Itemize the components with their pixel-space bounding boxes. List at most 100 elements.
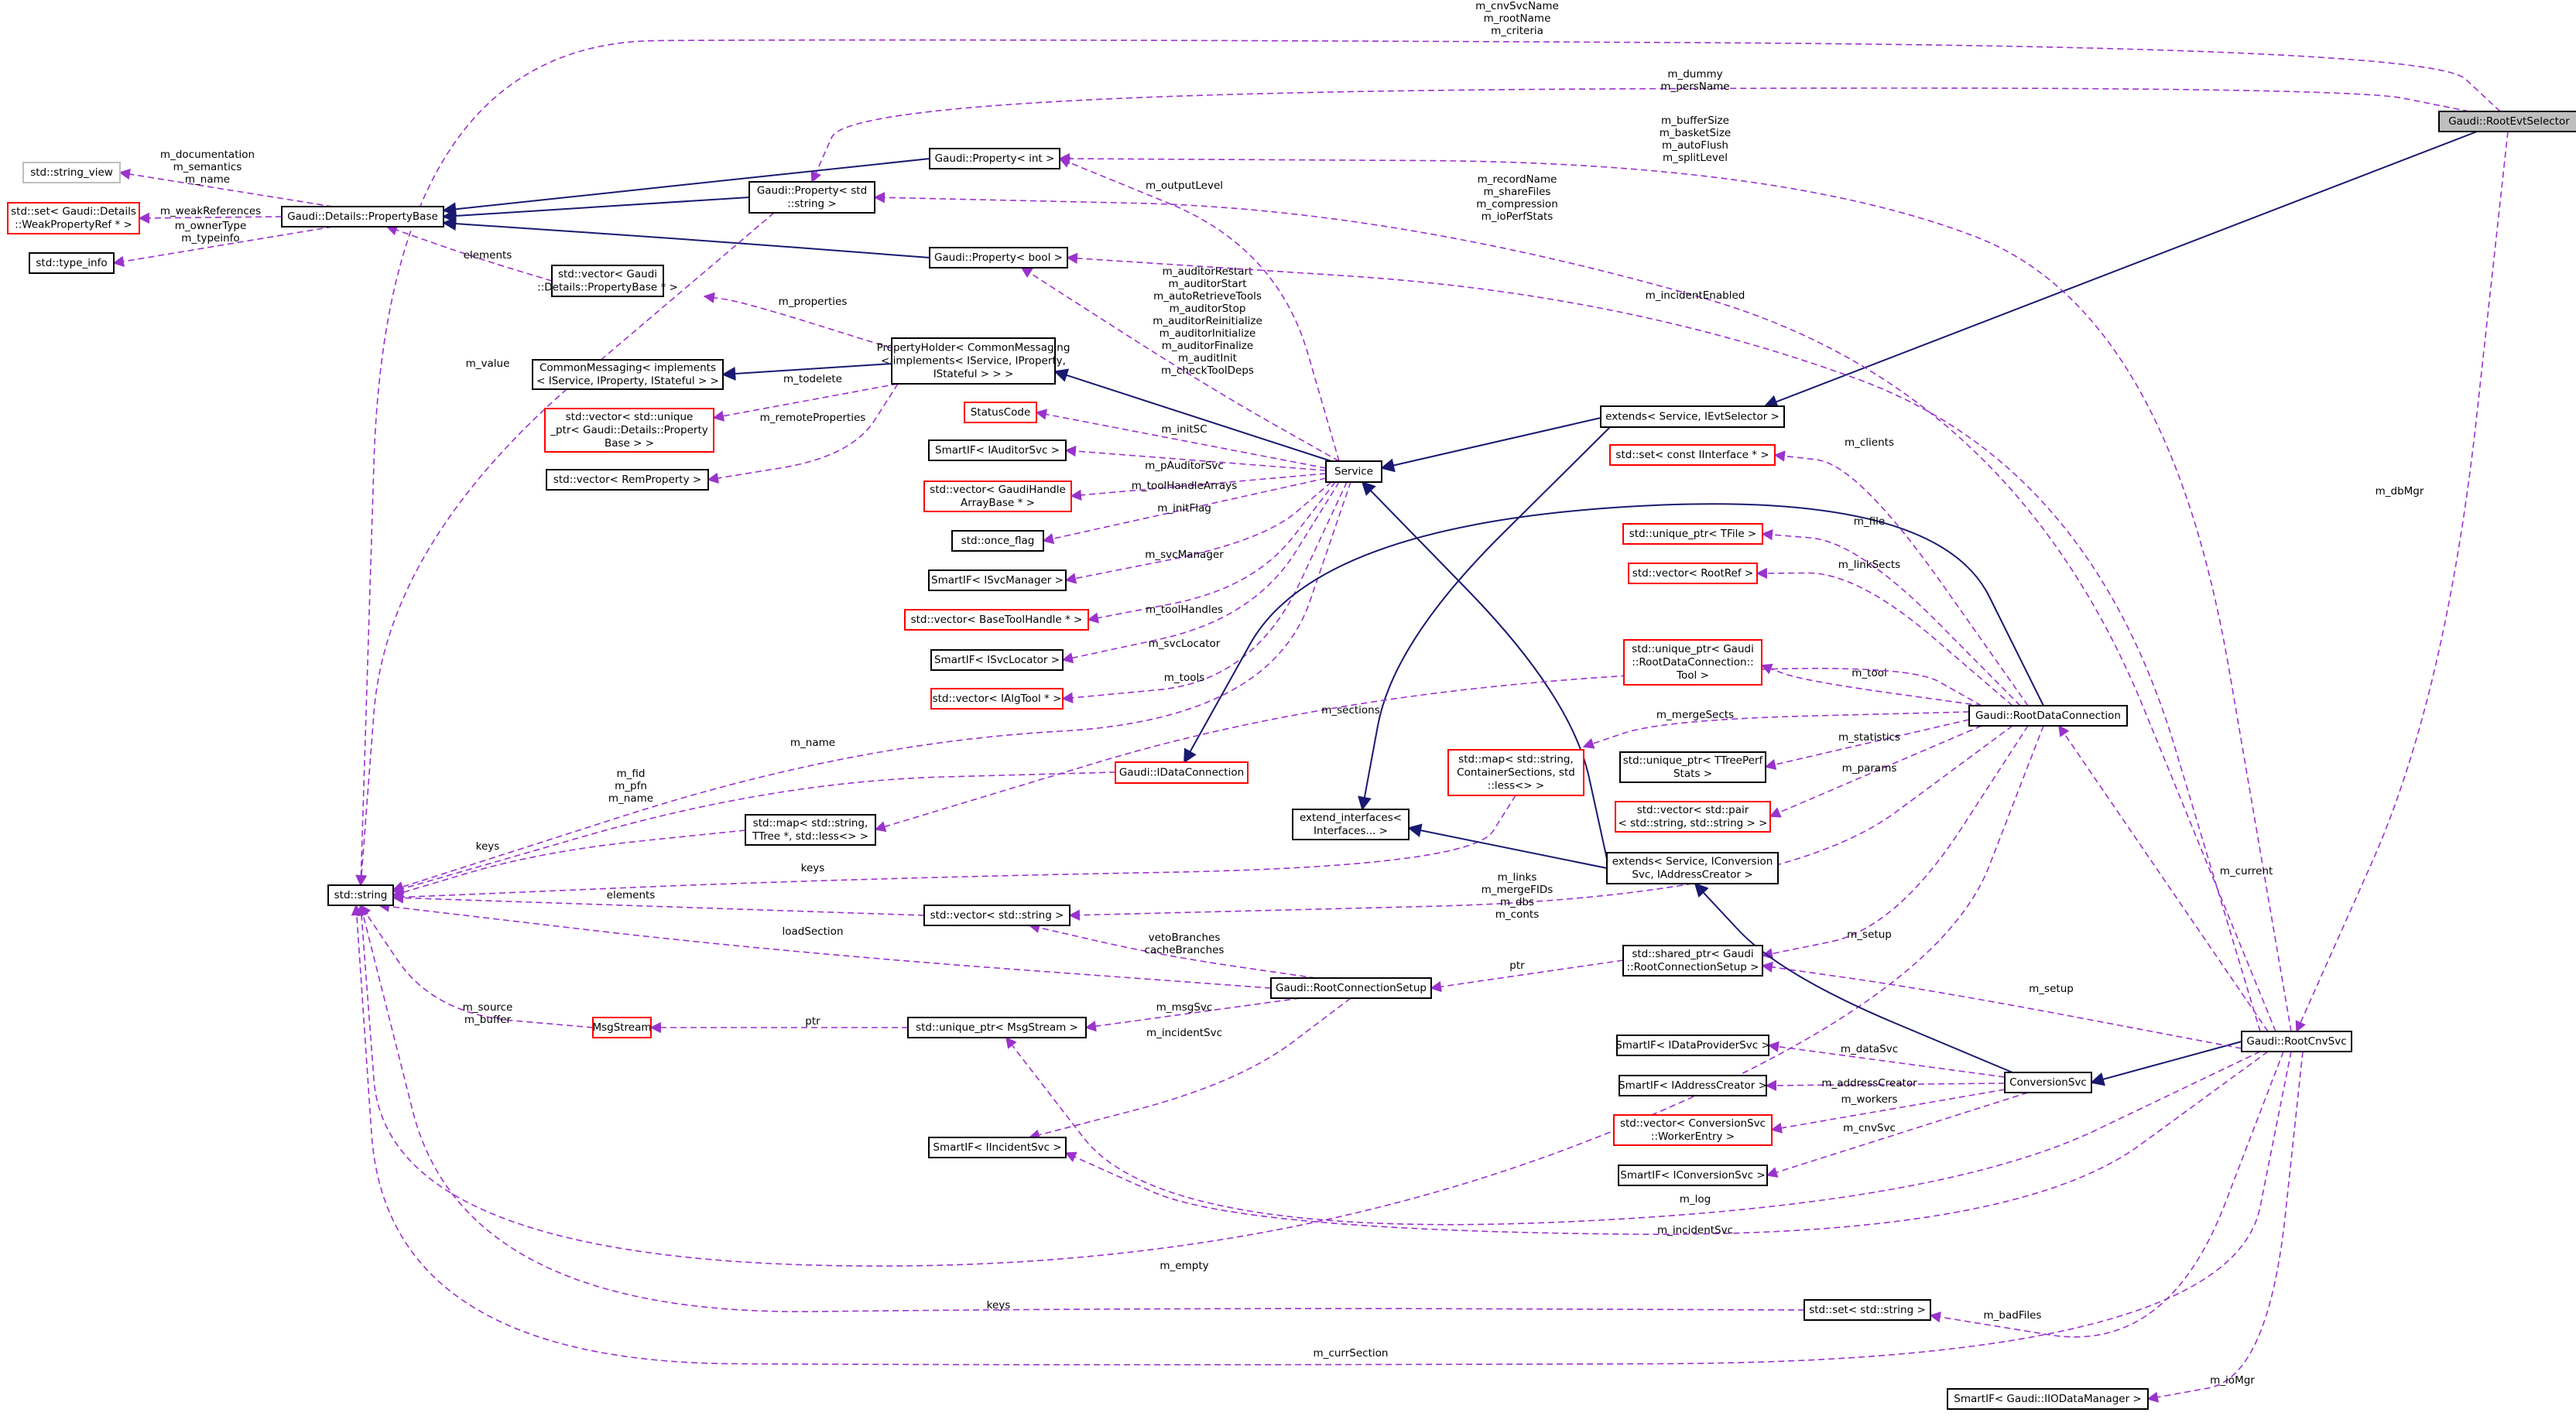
node-prop_string[interactable]: Gaudi::Property< std::string >	[748, 181, 875, 214]
edge-rootconnsetup-to-std_string: loadSection	[378, 901, 1272, 989]
edge-line	[1430, 959, 1624, 993]
edge-prop_bool-to-propbase	[442, 217, 930, 258]
node-si_auditor[interactable]: SmartIF< IAuditorSvc >	[928, 440, 1067, 461]
node-label: Interfaces... >	[1314, 825, 1388, 837]
node-prop_bool[interactable]: Gaudi::Property< bool >	[929, 247, 1068, 268]
node-propbase[interactable]: Gaudi::Details::PropertyBase	[281, 206, 444, 227]
node-box	[1622, 523, 1763, 545]
node-label: std::unique_ptr< Gaudi	[1632, 643, 1754, 655]
edge-label: m_auditorStop	[1170, 303, 1246, 315]
node-string_view[interactable]: std::string_view	[22, 162, 121, 183]
node-label: ContainerSections, std	[1457, 767, 1575, 779]
node-rootconnsetup[interactable]: Gaudi::RootConnectionSetup	[1270, 977, 1432, 999]
node-statuscode[interactable]: StatusCode	[964, 402, 1037, 423]
node-conversionsvc[interactable]: ConversionSvc	[2004, 1072, 2092, 1093]
node-box	[930, 649, 1064, 671]
edge-line	[355, 725, 2044, 1267]
edge-line	[442, 217, 930, 258]
node-box	[1628, 563, 1758, 584]
node-si_incident[interactable]: SmartIF< IIncidentSvc >	[928, 1137, 1067, 1158]
node-box	[923, 905, 1070, 926]
node-si_addrcreator[interactable]: SmartIF< IAddressCreator >	[1619, 1075, 1767, 1096]
node-cmsg[interactable]: CommonMessaging< implements< IService, I…	[532, 359, 724, 390]
node-rootcnvsvc[interactable]: Gaudi::RootCnvSvc	[2241, 1031, 2352, 1052]
node-box	[1615, 801, 1771, 833]
node-map_containersections[interactable]: std::map< std::string,ContainerSections,…	[1447, 749, 1584, 796]
node-rootdataconn[interactable]: Gaudi::RootDataConnection	[1968, 705, 2128, 727]
node-set_string[interactable]: std::set< std::string >	[1804, 1299, 1931, 1321]
edge-label: m_todelete	[783, 373, 842, 385]
edge-uniq_msgstream-to-msgstream: ptr	[649, 1015, 908, 1034]
node-vec_string[interactable]: std::vector< std::string >	[923, 905, 1070, 926]
edge-propbase-to-weakref: m_weakReferences	[138, 205, 283, 224]
node-label: std::vector< std::pair	[1637, 804, 1749, 816]
node-set_iinterface[interactable]: std::set< const IInterface * >	[1609, 444, 1776, 466]
node-label: SmartIF< Gaudi::IIODataManager >	[1954, 1393, 2142, 1405]
node-si_dataprov[interactable]: SmartIF< IDataProviderSvc >	[1615, 1035, 1770, 1056]
node-si_svcmgr[interactable]: SmartIF< ISvcManager >	[928, 569, 1067, 591]
node-vec_remprop[interactable]: std::vector< RemProperty >	[546, 469, 709, 491]
node-prop_int[interactable]: Gaudi::Property< int >	[929, 148, 1060, 169]
node-uniq_msgstream[interactable]: std::unique_ptr< MsgStream >	[907, 1017, 1087, 1038]
node-shared_setup[interactable]: std::shared_ptr< Gaudi::RootConnectionSe…	[1622, 945, 1763, 976]
node-ext_iconv[interactable]: extends< Service, IConversionSvc, IAddre…	[1606, 852, 1779, 884]
node-label: SmartIF< IIncidentSvc >	[933, 1141, 1061, 1154]
edge-line	[1761, 528, 2021, 706]
edge-service-to-std_string: m_name	[392, 481, 1351, 892]
node-std_string[interactable]: std::string	[327, 884, 394, 906]
node-label: std::vector< ConversionSvc	[1620, 1117, 1766, 1130]
node-uniq_tool[interactable]: std::unique_ptr< Gaudi::RootDataConnecti…	[1623, 639, 1762, 686]
node-map_ttree[interactable]: std::map< std::string,TTree *, std::less…	[745, 814, 876, 846]
node-rootevtselector[interactable]: Gaudi::RootEvtSelector	[2438, 111, 2576, 132]
node-once_flag[interactable]: std::once_flag	[951, 530, 1044, 552]
node-vec_basetoolhandle[interactable]: std::vector< BaseToolHandle * >	[904, 609, 1089, 631]
edge-line	[442, 158, 930, 217]
node-label: ConversionSvc	[2009, 1076, 2087, 1089]
node-msgstream[interactable]: MsgStream	[592, 1017, 652, 1038]
node-label: SmartIF< ISvcManager >	[931, 574, 1064, 587]
node-idataconn[interactable]: Gaudi::IDataConnection	[1115, 761, 1249, 784]
node-si_iodata[interactable]: SmartIF< Gaudi::IIODataManager >	[1947, 1388, 2149, 1410]
node-label: StatusCode	[971, 406, 1031, 419]
edge-label: m_badFiles	[1984, 1309, 2042, 1322]
edge-label: m_setup	[2029, 983, 2074, 995]
edge-label: m_rootName	[1484, 12, 1551, 25]
edge-line	[112, 226, 334, 267]
node-box	[29, 252, 115, 274]
node-service[interactable]: Service	[1325, 460, 1382, 483]
node-type_info[interactable]: std::type_info	[29, 252, 115, 274]
edge-label: m_linkSects	[1838, 559, 1900, 571]
node-box	[1804, 1299, 1931, 1321]
node-ext_ievtsel[interactable]: extends< Service, IEvtSelector >	[1600, 405, 1785, 428]
node-vec_rootref[interactable]: std::vector< RootRef >	[1628, 563, 1758, 584]
node-uniq_tfile[interactable]: std::unique_ptr< TFile >	[1622, 523, 1763, 545]
edge-label: m_value	[466, 357, 510, 370]
node-vec_uniq_propbase[interactable]: std::vector< std::unique_ptr< Gaudi::Det…	[544, 408, 714, 453]
node-box	[592, 1017, 652, 1038]
node-vec_propbase[interactable]: std::vector< Gaudi::Details::PropertyBas…	[537, 265, 678, 297]
node-box	[1968, 705, 2128, 727]
node-extend_interfaces[interactable]: extend_interfaces<Interfaces... >	[1292, 809, 1410, 840]
edge-label: m_buffer	[464, 1014, 512, 1026]
edge-line	[1407, 823, 1608, 869]
edge-line	[1582, 711, 1970, 749]
node-si_svcloc[interactable]: SmartIF< ISvcLocator >	[930, 649, 1064, 671]
node-vec_pair[interactable]: std::vector< std::pair< std::string, std…	[1615, 801, 1771, 833]
node-vec_workerentry[interactable]: std::vector< ConversionSvc::WorkerEntry …	[1613, 1114, 1773, 1146]
edge-line	[378, 901, 1272, 989]
edge-label: m_statistics	[1838, 731, 1900, 744]
node-label: Gaudi::RootCnvSvc	[2246, 1035, 2346, 1048]
node-box	[891, 337, 1056, 385]
node-box	[930, 688, 1064, 710]
node-propholder[interactable]: PropertyHolder< CommonMessaging< impleme…	[877, 337, 1070, 385]
edge-line	[1064, 481, 1332, 584]
node-si_convsvc[interactable]: SmartIF< IConversionSvc >	[1618, 1165, 1768, 1186]
node-weakref[interactable]: std::set< Gaudi::Details::WeakPropertyRe…	[7, 202, 140, 234]
edge-label: m_name	[790, 737, 835, 749]
node-label: ::less<> >	[1488, 780, 1544, 792]
node-vec_ialgtool[interactable]: std::vector< IAlgTool * >	[930, 688, 1064, 710]
